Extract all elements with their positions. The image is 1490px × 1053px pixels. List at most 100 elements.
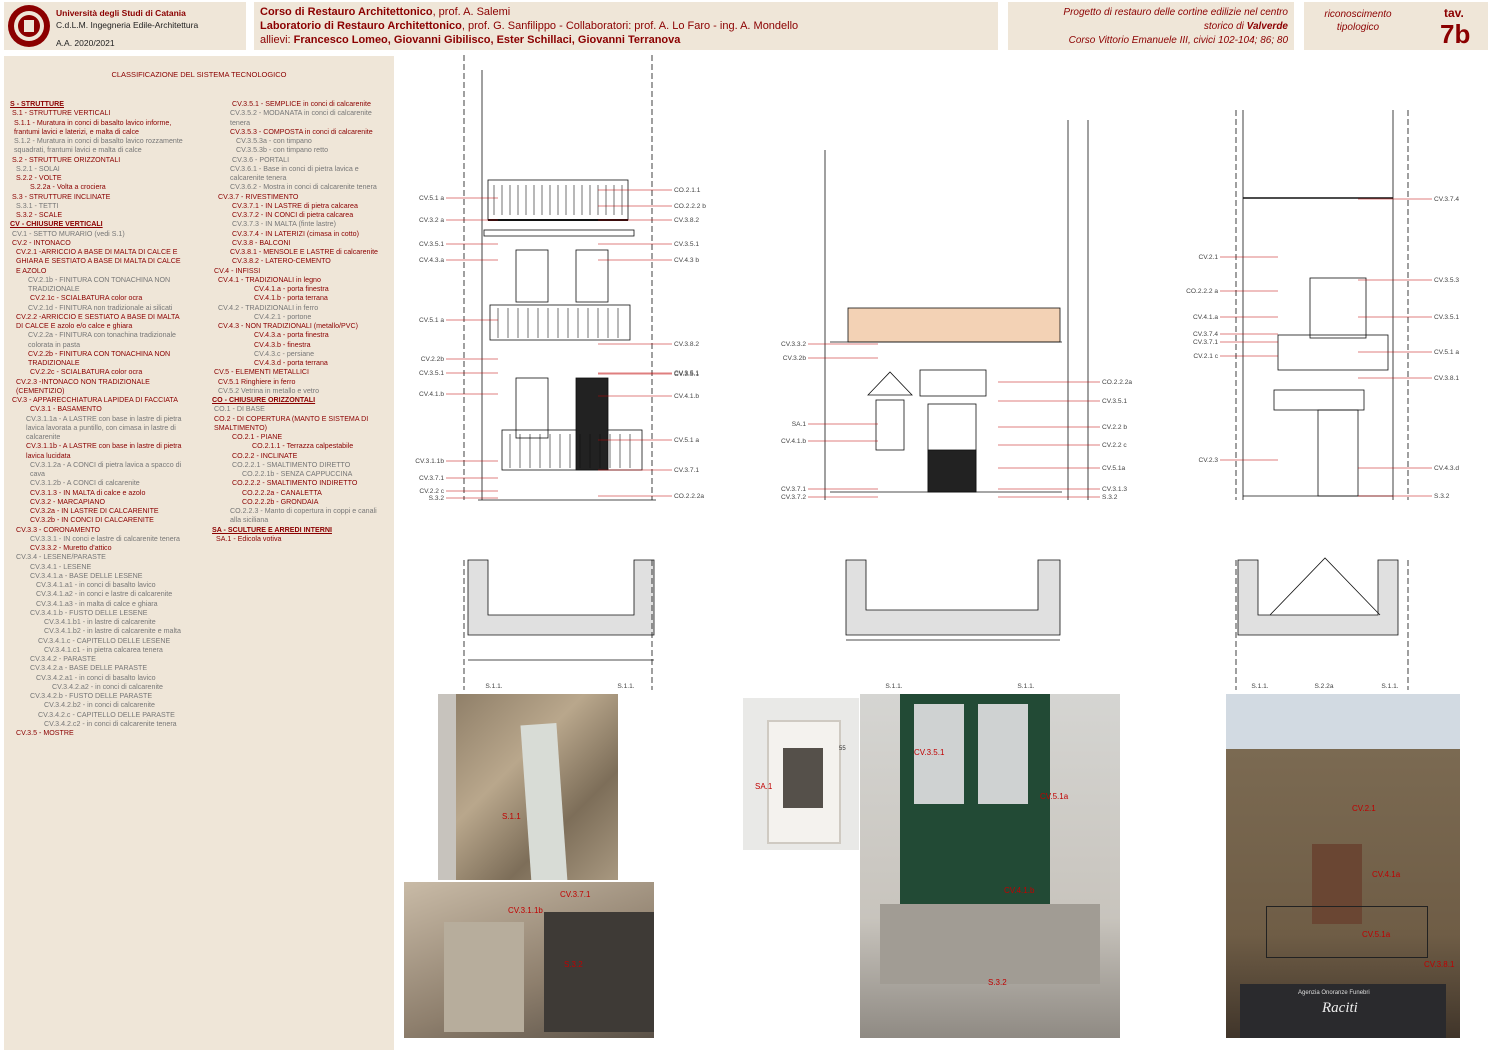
legend-item: S.1.2 - Muratura in conci di basalto lav… <box>14 137 183 155</box>
drawing-label: CV.3.7.1 <box>781 486 806 493</box>
legend-item: CV.4.3.d - porta terrana <box>254 359 328 367</box>
legend-item: CV.3.4 - LESENE/PARASTE <box>16 553 106 562</box>
legend-item: CV.3.3.1 - IN conci e lastre di calcaren… <box>30 534 180 543</box>
legend-item: CV.3.5 - MOSTRE <box>16 729 74 737</box>
elevation-2 <box>824 120 1089 500</box>
university-seal-icon <box>8 5 50 47</box>
legend-item: CV.3.1.1a - A LASTRE con base in lastre … <box>26 414 182 442</box>
drawing-label: CV.3.5.1 <box>419 370 444 377</box>
degree-course: C.d.L.M. Ingegneria Edile-Architettura <box>56 20 199 30</box>
legend-item: CV.3.1.2a - A CONCI di pietra lavica a s… <box>30 460 182 478</box>
legend-item: CV.3.4.1.b1 - in lastre di calcarenite <box>44 618 156 626</box>
legend-item: CV.3.3.2 - Muretto d'attico <box>30 544 112 552</box>
legend-item: CV.4.3.b - finestra <box>254 340 311 349</box>
drawing-label: CV.5.1 a <box>1434 349 1459 356</box>
legend-item: CO.2.2.1 - SMALTIMENTO DIRETTO <box>232 460 351 469</box>
drawing-label: CV.3.3.2 <box>781 341 806 348</box>
legend-item: CV.3.4.2 - PARASTE <box>30 655 96 663</box>
legend-item: CV.4.3 - NON TRADIZIONALI (metallo/PVC) <box>218 322 358 330</box>
legend-item: CV.3.8 - BALCONI <box>232 238 291 247</box>
legend-item: CV.3.6.2 - Mostra in conci di calcarenit… <box>230 183 377 192</box>
classification-legend: CLASSIFICAZIONE DEL SISTEMA TECNOLOGICO … <box>4 56 394 1050</box>
photo5-label-4: CV.3.8.1 <box>1424 960 1455 969</box>
photo5-label-1: CV.2.1 <box>1352 804 1376 813</box>
tav-number: 7b <box>1440 19 1471 49</box>
photo4-label-1: CV.3.5.1 <box>914 748 945 757</box>
legend-item: CO - CHIUSURE ORIZZONTALI <box>212 396 316 404</box>
drawing-label: CV.3.7.1 <box>674 467 699 474</box>
drawing-label: CV.4.3.a <box>419 257 444 264</box>
tav-label: tav. <box>1444 6 1464 20</box>
photo4-label-2: CV.5.1a <box>1040 792 1069 801</box>
legend-item: CV.3.5.3b - con timpano retto <box>236 146 329 155</box>
drawing-label: CV.3.1.3 <box>1102 486 1127 493</box>
drawing-label: S.1.1. <box>1251 683 1268 690</box>
lab-staff: , prof. G. Sanfilippo - Collaboratori: p… <box>461 20 799 32</box>
legend-item: CV.4 - INFISSI <box>214 266 261 275</box>
photo3-house-number: 55 <box>839 746 846 752</box>
legend-item: S.3 - STRUTTURE INCLINATE <box>12 192 111 201</box>
section-title: riconoscimento tipologico <box>1324 9 1392 33</box>
legend-item: CV.2.1 -ARRICCIO A BASE DI MALTA DI CALC… <box>16 248 181 275</box>
drawing-label: CV.5.1 a <box>674 437 699 444</box>
university-name: Università degli Studi di Catania <box>56 8 186 18</box>
photo5-sign-line1: Agenzia Onoranze Funebri <box>1298 990 1370 996</box>
drawing-label: CV.4.3 b <box>674 257 699 264</box>
legend-item: CV.3.1.2b - A CONCI di calcarenite <box>30 479 140 488</box>
plan-2 <box>845 559 1061 641</box>
photo5-sign-name: Raciti <box>1322 1000 1358 1016</box>
drawing-label: SA.1 <box>792 421 807 428</box>
photo4-label-4: S.3.2 <box>988 978 1007 987</box>
legend-item: CV.2.2 -ARRICCIO E SESTIATO A BASE DI MA… <box>16 312 180 330</box>
drawing-label: CV.3.1.1b <box>415 458 444 465</box>
drawing-label: S.3.2 <box>1434 493 1450 500</box>
legend-item: CV.3.6.1 - Base in conci di pietra lavic… <box>230 164 359 182</box>
legend-item: CO.2.1 - PIANE <box>232 433 283 441</box>
drawing-label: S.1.1. <box>885 683 902 690</box>
photo2-label-1: CV.3.1.1b <box>508 906 543 915</box>
drawing-label: CV.3.5.1 <box>1102 398 1127 405</box>
drawing-label: S.1.1. <box>1381 683 1398 690</box>
drawing-label: CO.2.2.2 a <box>1186 288 1218 295</box>
header-tav-box: riconoscimento tipologico tav. 7b <box>1304 2 1488 50</box>
drawing-label: CV.2.2 c <box>419 488 444 495</box>
legend-item: CV.3.4.2.b2 - in conci di calcarenite <box>44 701 155 710</box>
legend-item: CV.4.2.1 - portone <box>254 312 312 321</box>
legend-item: CV.3.5.2 - MODANATA in conci di calcaren… <box>230 109 372 127</box>
drawing-label: CV.3.5.1 <box>1434 314 1459 321</box>
drawing-label: CV.2.1 <box>1198 254 1218 261</box>
legend-item: CV.2.2b - FINITURA CON TONACHINA NON TRA… <box>28 349 171 367</box>
elevation-1 <box>463 55 656 501</box>
legend-item: CV.3.4.1.c - CAPITELLO DELLE LESENE <box>38 636 171 645</box>
legend-item: S.1 - STRUTTURE VERTICALI <box>12 109 111 118</box>
drawing-label: CV.3.7.4 <box>1434 196 1459 203</box>
course-professor: , prof. A. Salemi <box>432 6 511 18</box>
legend-item: CO.2.2.2a - CANALETTA <box>242 488 322 497</box>
legend-item: CV.2.1c - SCIALBATURA color ocra <box>30 294 143 303</box>
drawing-label: CV.3.7.1 <box>1193 339 1218 346</box>
legend-item: CV.4.3.c - persiane <box>254 349 315 358</box>
drawing-label: CV.3.8.2 <box>674 217 699 224</box>
legend-item: CO.2.2.1b - SENZA CAPPUCCINA <box>242 470 353 478</box>
legend-title: CLASSIFICAZIONE DEL SISTEMA TECNOLOGICO <box>111 70 287 79</box>
legend-item: CV.3.4.1.a2 - in conci e lastre di calca… <box>36 590 173 599</box>
legend-item: CV.2.2c - SCIALBATURA color ocra <box>30 368 143 377</box>
legend-item: CV.3.7.4 - IN LATERIZI (cimasa in cotto) <box>232 229 359 238</box>
legend-item: S.3.1 - TETTI <box>16 201 59 210</box>
legend-item: CV.3.6 - PORTALI <box>232 155 290 164</box>
legend-item: CV.3.4.2.c2 - in conci di calcarenite te… <box>44 719 177 728</box>
drawing-label: CV.5.1a <box>1102 465 1126 472</box>
legend-item: CV.3.7.3 - IN MALTA (finte lastre) <box>232 220 336 229</box>
legend-item: S.2.1 - SOLAI <box>16 164 60 173</box>
academic-year: A.A. 2020/2021 <box>56 38 115 48</box>
elevation-3 <box>1235 110 1409 500</box>
photo3-label: SA.1 <box>755 782 773 791</box>
legend-item: CV.3.2b - IN CONCI DI CALCARENITE <box>30 516 154 525</box>
photo-wall-detail: S.1.1 <box>438 694 618 880</box>
legend-item: CV.4.1.b - porta terrana <box>254 294 328 303</box>
legend-item: CV.3.8.2 - LATERO-CEMENTO <box>232 257 331 266</box>
legend-item: S.2.2a - Volta a crociera <box>30 183 106 192</box>
legend-item: CV.3.5.3a - con timpano <box>236 137 312 145</box>
drawing-label: CO.2.2.2 b <box>674 203 706 210</box>
students-label: allievi: <box>260 34 291 46</box>
